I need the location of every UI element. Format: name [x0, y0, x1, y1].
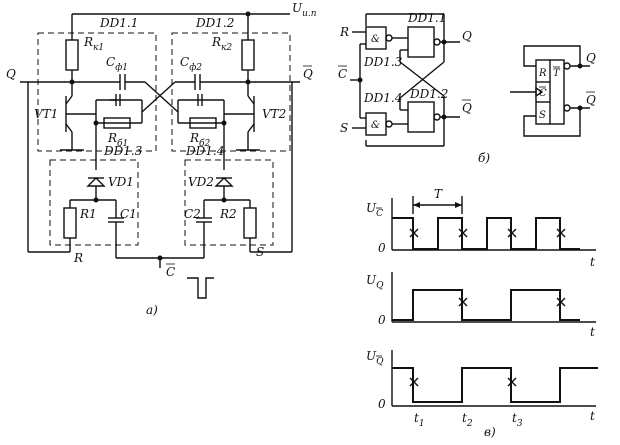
input-c-label: C: [166, 265, 175, 279]
gate-label-dd14: DD1.4: [185, 144, 224, 158]
label-rb2: Rб2: [189, 131, 211, 149]
panel-c-timing: UC UQ UQ 0 0 0 t t t T t1 t2 t3 в): [366, 187, 598, 439]
symbol-t: T: [553, 68, 561, 79]
panel-b-gate-diagram: R C S & & DD1.1 DD1.3 DD1.4 DD1.2 Q Q R …: [338, 11, 596, 165]
resistor-r1: [63, 207, 77, 239]
gate-frame-dd14: [184, 159, 274, 246]
zero-label-1: 0: [378, 241, 386, 255]
axis-uq-label: UQ: [366, 273, 384, 291]
gate-dd12: [407, 101, 435, 133]
resistor-r2: [243, 207, 257, 239]
diode-vd2: [214, 177, 234, 200]
transistor-vt2: [224, 82, 260, 151]
label-vd1: VD1: [108, 175, 134, 189]
gate-label-dd13: DD1.3: [103, 144, 143, 158]
gate-label-dd12: DD1.2: [195, 16, 234, 30]
label-rk1: Rк1: [83, 35, 104, 53]
resistor-rk2: [241, 39, 255, 71]
signal-uc: [392, 217, 580, 250]
resistor-rb2: [189, 117, 217, 129]
label-r2: R2: [219, 207, 237, 221]
label-r1: R1: [79, 207, 97, 221]
symbol-out-qbar: Q: [586, 93, 596, 107]
label-cf2: Cф2: [180, 55, 202, 73]
output-q-label: Q: [6, 67, 16, 81]
symbol-r: R: [538, 68, 547, 79]
label-vt1: VT1: [34, 107, 58, 121]
and-symbol-bottom: &: [371, 120, 380, 131]
tick-t3: t3: [512, 411, 523, 429]
transistor-vt1: [60, 82, 96, 151]
tick-t2: t2: [462, 411, 473, 429]
input-s-label-b: S: [340, 121, 348, 135]
symbol-c: C: [539, 88, 547, 99]
label-vt2: VT2: [262, 107, 286, 121]
supply-label: Uи.п: [292, 1, 317, 19]
label-rb1: Rб1: [107, 131, 128, 149]
resistor-rb1: [103, 117, 131, 129]
label-c1: C1: [120, 207, 137, 221]
time-axis-1: t: [590, 255, 595, 269]
resistor-rk1: [65, 39, 79, 71]
diode-vd1: [86, 177, 106, 200]
gate-label-dd11: DD1.1: [99, 16, 138, 30]
symbol-s: S: [539, 110, 546, 121]
output-qbar-label-b: Q: [462, 101, 472, 115]
period-label: T: [434, 187, 443, 201]
input-r-label: R: [73, 251, 83, 265]
caption-b: б): [478, 151, 490, 165]
time-axis-3: t: [590, 409, 595, 423]
input-s-label: S: [256, 245, 264, 259]
gate-frame-dd12: [171, 32, 291, 152]
gate-label-b-dd13: DD1.3: [363, 55, 403, 69]
input-c-label-b: C: [338, 67, 347, 81]
signal-uq: [392, 289, 580, 321]
axis-uc-label: UC: [366, 201, 383, 219]
caption-c: в): [484, 425, 496, 439]
axis-uqbar-label: UQ: [366, 349, 384, 367]
gate-frame-dd13: [49, 159, 139, 246]
label-vd2: VD2: [188, 175, 214, 189]
label-c2: C2: [184, 207, 201, 221]
output-q-label-b: Q: [462, 29, 472, 43]
caption-a: а): [146, 303, 158, 317]
gate-label-b-dd14: DD1.4: [363, 91, 402, 105]
zero-label-3: 0: [378, 397, 386, 411]
output-qbar-label: Q: [303, 67, 313, 81]
symbol-out-q: Q: [586, 51, 596, 65]
gate-label-b-dd11: DD1.1: [407, 11, 446, 25]
gate-label-b-dd12: DD1.2: [409, 87, 448, 101]
panel-a-schematic: DD1.1 DD1.2 DD1.3 DD1.4 Uи.п Q Q Rк1 Rк2…: [6, 1, 317, 317]
zero-label-2: 0: [378, 313, 386, 327]
tick-t1: t1: [414, 411, 425, 429]
label-rk2: Rк2: [211, 35, 232, 53]
label-cf1: Cф1: [106, 55, 128, 73]
time-axis-2: t: [590, 325, 595, 339]
signal-uqbar: [392, 367, 598, 403]
gate-dd11: [407, 26, 435, 58]
and-symbol-top: &: [371, 34, 380, 45]
gate-frame-dd11: [37, 32, 157, 152]
input-r-label-b: R: [339, 25, 349, 39]
